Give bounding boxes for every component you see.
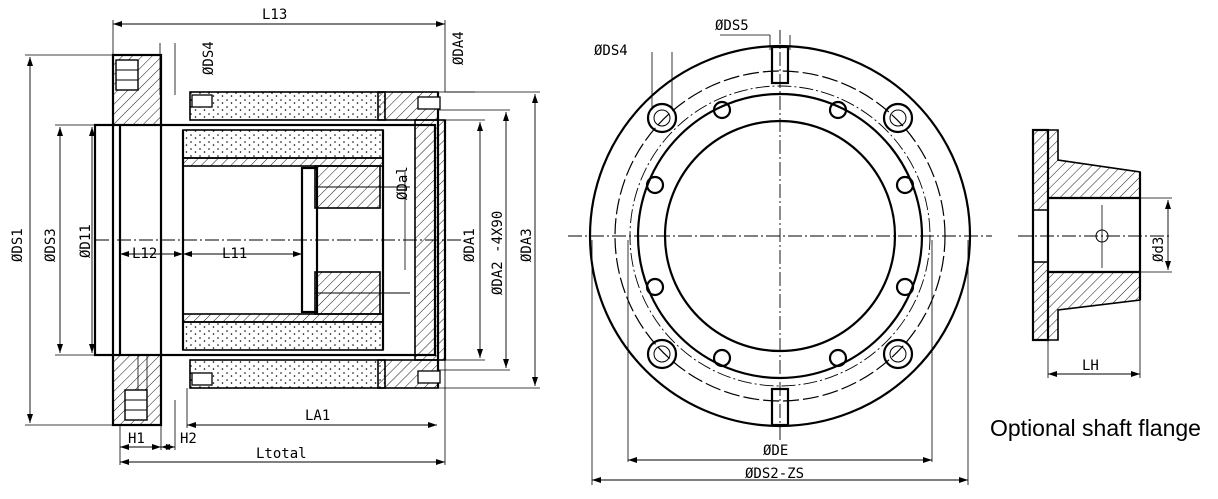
label-ds3: ØDS3 bbox=[43, 228, 59, 262]
small-holes bbox=[645, 100, 915, 368]
label-ds2: ØDS2-ZS bbox=[745, 466, 804, 482]
section-view: L13 ØDS4 ØDA4 ØDS1 ØDS3 ØD11 L12 L11 ØDa… bbox=[10, 7, 540, 465]
flange-caption: Optional shaft flange bbox=[990, 415, 1201, 441]
label-dai: ØDal bbox=[395, 166, 411, 200]
large-holes bbox=[646, 102, 914, 370]
label-ds4: ØDS4 bbox=[201, 41, 217, 75]
label-la1: LA1 bbox=[305, 408, 330, 424]
clamp-elements bbox=[300, 165, 410, 315]
label-ds5: ØDS5 bbox=[715, 18, 749, 34]
label-h1: H1 bbox=[128, 431, 145, 447]
label-lh: LH bbox=[1082, 358, 1099, 374]
label-h2: H2 bbox=[180, 431, 197, 447]
label-da3: ØDA3 bbox=[519, 228, 535, 262]
front-view: ØDS4 ØDS5 ØDE ØDS2-ZS bbox=[568, 18, 992, 485]
label-l11: L11 bbox=[222, 246, 247, 262]
inner-sleeve bbox=[181, 129, 385, 351]
label-ltotal: Ltotal bbox=[256, 446, 307, 462]
label-de: ØDE bbox=[763, 443, 788, 459]
label-d3: Ød3 bbox=[1151, 237, 1167, 262]
label-da2: ØDA2 -4X90 bbox=[490, 211, 506, 295]
outer-housing bbox=[189, 91, 447, 389]
label-da4: ØDA4 bbox=[451, 31, 467, 65]
label-l12: L12 bbox=[132, 246, 157, 262]
label-front-ds4: ØDS4 bbox=[594, 43, 628, 59]
label-da1: ØDA1 bbox=[462, 228, 478, 262]
optional-flange-view: Ød3 LH Optional shaft flange bbox=[990, 128, 1201, 441]
label-ds1: ØDS1 bbox=[10, 228, 26, 262]
label-d11: ØD11 bbox=[78, 224, 94, 258]
label-l13: L13 bbox=[262, 7, 287, 23]
